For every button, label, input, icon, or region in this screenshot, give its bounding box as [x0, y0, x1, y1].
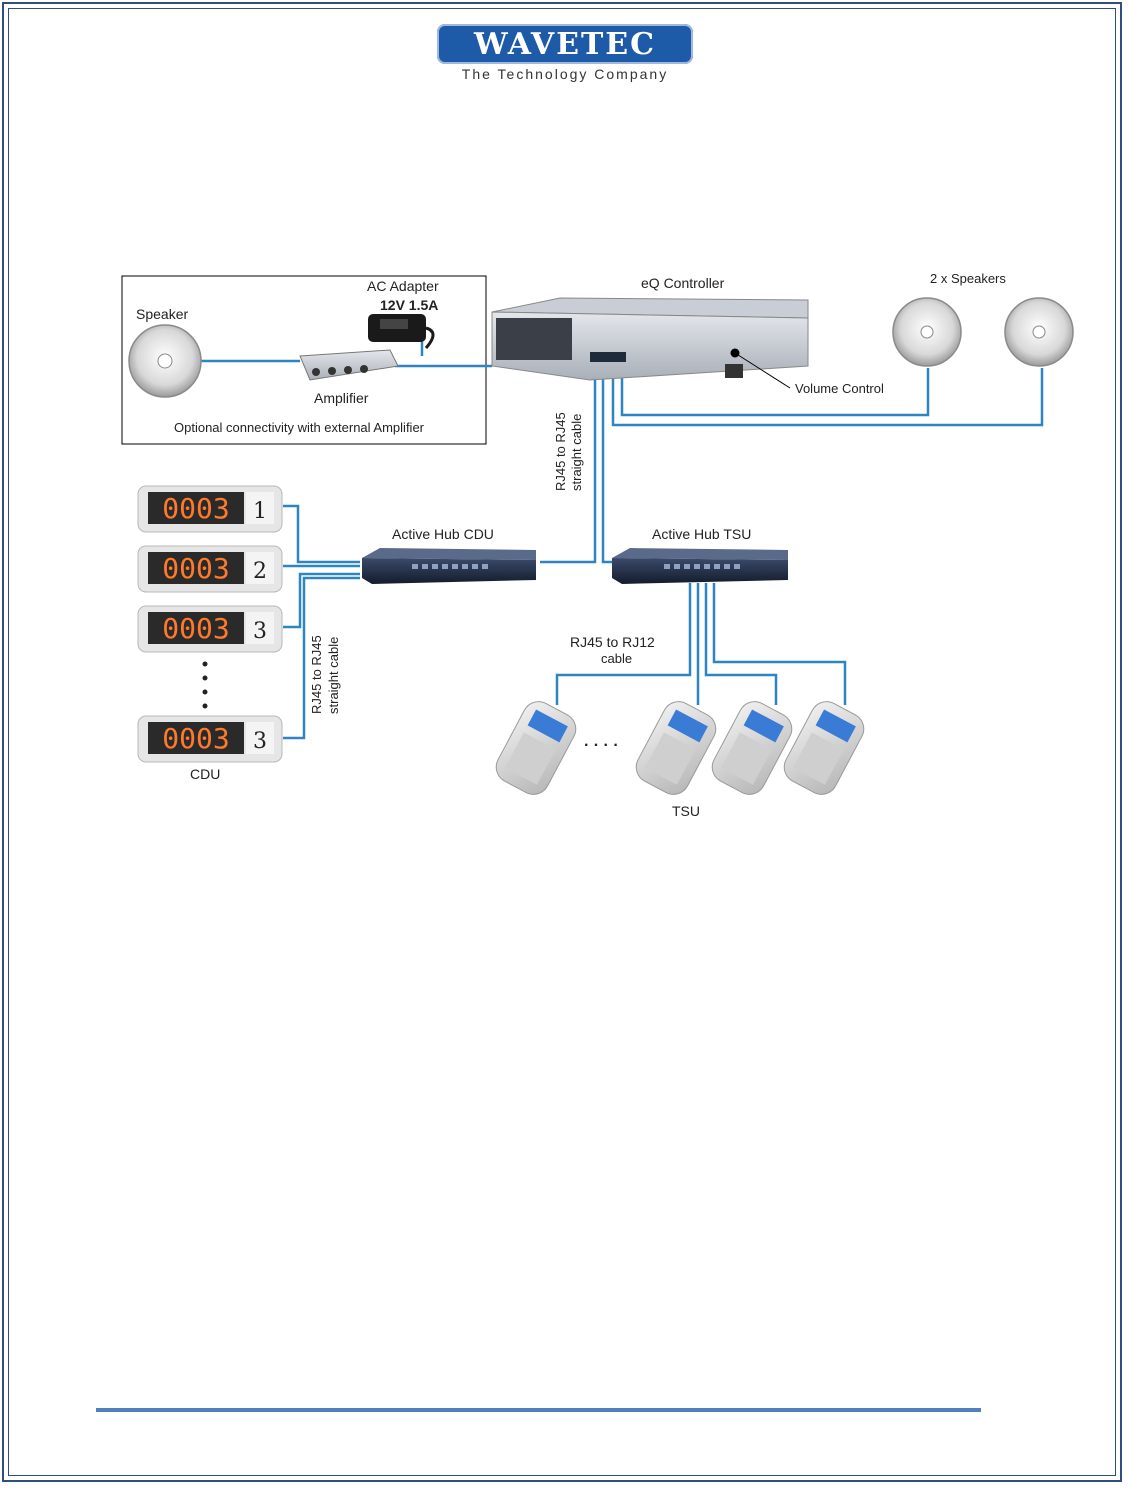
cdu-3-number: 0003	[162, 612, 229, 645]
label-rj12-2: cable	[601, 651, 632, 666]
eq-controller-icon	[491, 297, 809, 381]
label-controller: eQ Controller	[641, 275, 725, 291]
wavetec-logo: WAVETEC	[437, 24, 693, 64]
speaker-1	[892, 297, 962, 367]
cdu-1-counter: 1	[253, 499, 267, 524]
label-cdu: CDU	[190, 766, 220, 782]
cdu-2-counter: 2	[253, 559, 267, 584]
tsu-keypad-1	[495, 701, 577, 795]
cdu-4-number: 0003	[162, 722, 229, 755]
active-hub-cdu-icon	[362, 548, 536, 584]
volume-control-pointer	[734, 352, 791, 389]
label-rj12-1: RJ45 to RJ12	[570, 634, 655, 650]
tsu-keypad-4	[783, 701, 865, 795]
ac-adapter-icon	[368, 314, 435, 349]
label-cable-cdu-1: RJ45 to RJ45	[309, 635, 324, 714]
tsu-keypad-2	[635, 701, 717, 795]
label-speakers: 2 x Speakers	[930, 271, 1006, 286]
cdu-display-2: 0003 2	[137, 545, 283, 593]
label-hub-tsu: Active Hub TSU	[652, 526, 751, 542]
label-amplifier: Amplifier	[314, 390, 369, 406]
cdu-display-4: 0003 3	[137, 715, 283, 763]
cables	[200, 340, 1044, 740]
cdu-ellipsis	[202, 661, 208, 709]
logo-tagline: The Technology Company	[461, 66, 669, 82]
label-adapter-spec: 12V 1.5A	[380, 297, 438, 313]
label-tsu: TSU	[672, 803, 700, 819]
tsu-ellipsis: · · · ·	[584, 737, 619, 754]
cdu-display-3: 0003 3	[137, 605, 283, 653]
speaker-single	[128, 324, 202, 398]
cdu-3-counter: 3	[253, 619, 267, 644]
label-cable-controller-2: straight cable	[569, 414, 584, 491]
page-frame-inner	[8, 8, 1116, 1476]
label-hub-cdu: Active Hub CDU	[392, 526, 494, 542]
amplifier-icon	[299, 349, 399, 381]
logo-text: WAVETEC	[473, 26, 657, 62]
label-speaker: Speaker	[136, 306, 188, 322]
tsu-keypad-3	[711, 701, 793, 795]
optional-amplifier-box	[121, 275, 487, 445]
footer-rule	[96, 1408, 981, 1412]
cdu-display-1: 0003 1	[137, 485, 283, 533]
label-cable-controller-1: RJ45 to RJ45	[553, 412, 568, 491]
label-cable-cdu-2: straight cable	[326, 637, 341, 714]
active-hub-tsu-icon	[612, 548, 788, 584]
cdu-4-counter: 3	[253, 729, 267, 754]
label-volume-control: Volume Control	[795, 381, 884, 396]
speaker-2	[1004, 297, 1074, 367]
label-ac-adapter: AC Adapter	[367, 278, 439, 294]
cdu-1-number: 0003	[162, 492, 229, 525]
label-optional: Optional connectivity with external Ampl…	[174, 420, 425, 435]
cdu-2-number: 0003	[162, 552, 229, 585]
